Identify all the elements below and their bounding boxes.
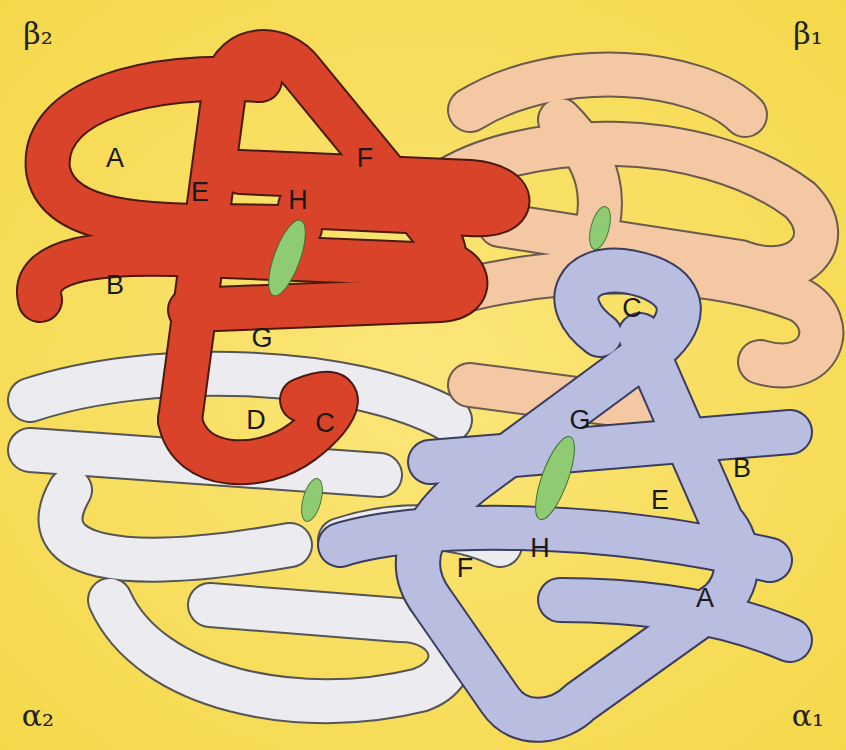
- heme: [586, 204, 615, 251]
- subunit-label: β₁: [793, 19, 822, 49]
- subunit-label: α₂: [22, 701, 54, 731]
- helix-label: G: [251, 325, 272, 352]
- helix-label: F: [357, 145, 374, 172]
- alpha1-subunit: [340, 270, 790, 719]
- subunit-label: β₂: [23, 19, 52, 49]
- helix-label: G: [569, 407, 590, 434]
- subunit-label: α₁: [792, 701, 824, 731]
- heme: [261, 216, 313, 300]
- heme: [298, 476, 327, 523]
- helix-label: D: [246, 407, 266, 434]
- helix-label: A: [106, 145, 124, 172]
- helix-label: C: [315, 410, 335, 437]
- helix-label: C: [622, 295, 642, 322]
- helix-label: A: [696, 585, 714, 612]
- helix-label: F: [457, 555, 474, 582]
- helix-label: H: [288, 187, 308, 214]
- heme: [528, 432, 583, 524]
- helix-label: E: [651, 487, 669, 514]
- helix-label: B: [106, 272, 124, 299]
- helix-label: H: [530, 535, 550, 562]
- beta2-subunit: [39, 52, 507, 462]
- helix-label: E: [191, 179, 209, 206]
- helix-label: B: [733, 455, 751, 482]
